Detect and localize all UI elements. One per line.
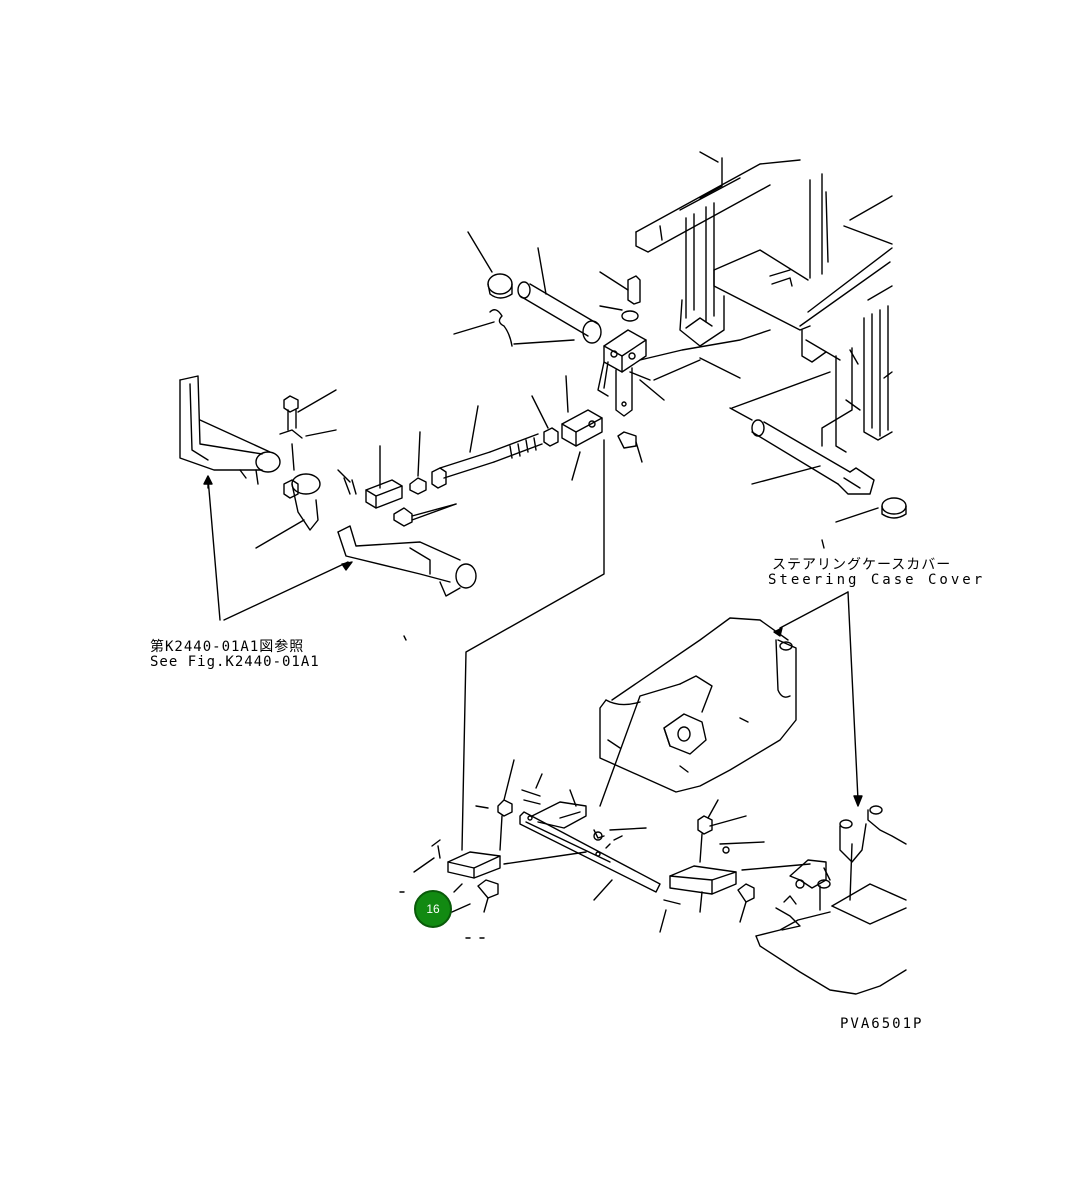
see-fig-label-jp: 第K2440-01A1図参照 — [150, 639, 305, 655]
stray-marks — [399, 891, 485, 939]
pedal-linkage — [413, 759, 831, 933]
floor-plate — [755, 805, 907, 995]
leader-lines — [461, 439, 863, 851]
machine-frame — [635, 151, 893, 453]
steering-case-cover-label-jp: ステアリングケースカバー — [772, 557, 952, 573]
steering-case-cover-label-en: Steering Case Cover — [768, 572, 986, 588]
left-lever-parts — [179, 375, 477, 641]
part-callout-badge[interactable]: 16 — [414, 890, 452, 928]
upper-linkage-parts — [453, 231, 665, 417]
see-fig-label-en: See Fig.K2440-01A1 — [150, 654, 320, 670]
drawing-code: PVA6501P — [840, 1016, 924, 1032]
shaft-assembly — [751, 419, 907, 549]
middle-rod-parts — [337, 375, 643, 527]
steering-case-cover — [599, 617, 797, 807]
part-callout-number: 16 — [426, 902, 440, 916]
